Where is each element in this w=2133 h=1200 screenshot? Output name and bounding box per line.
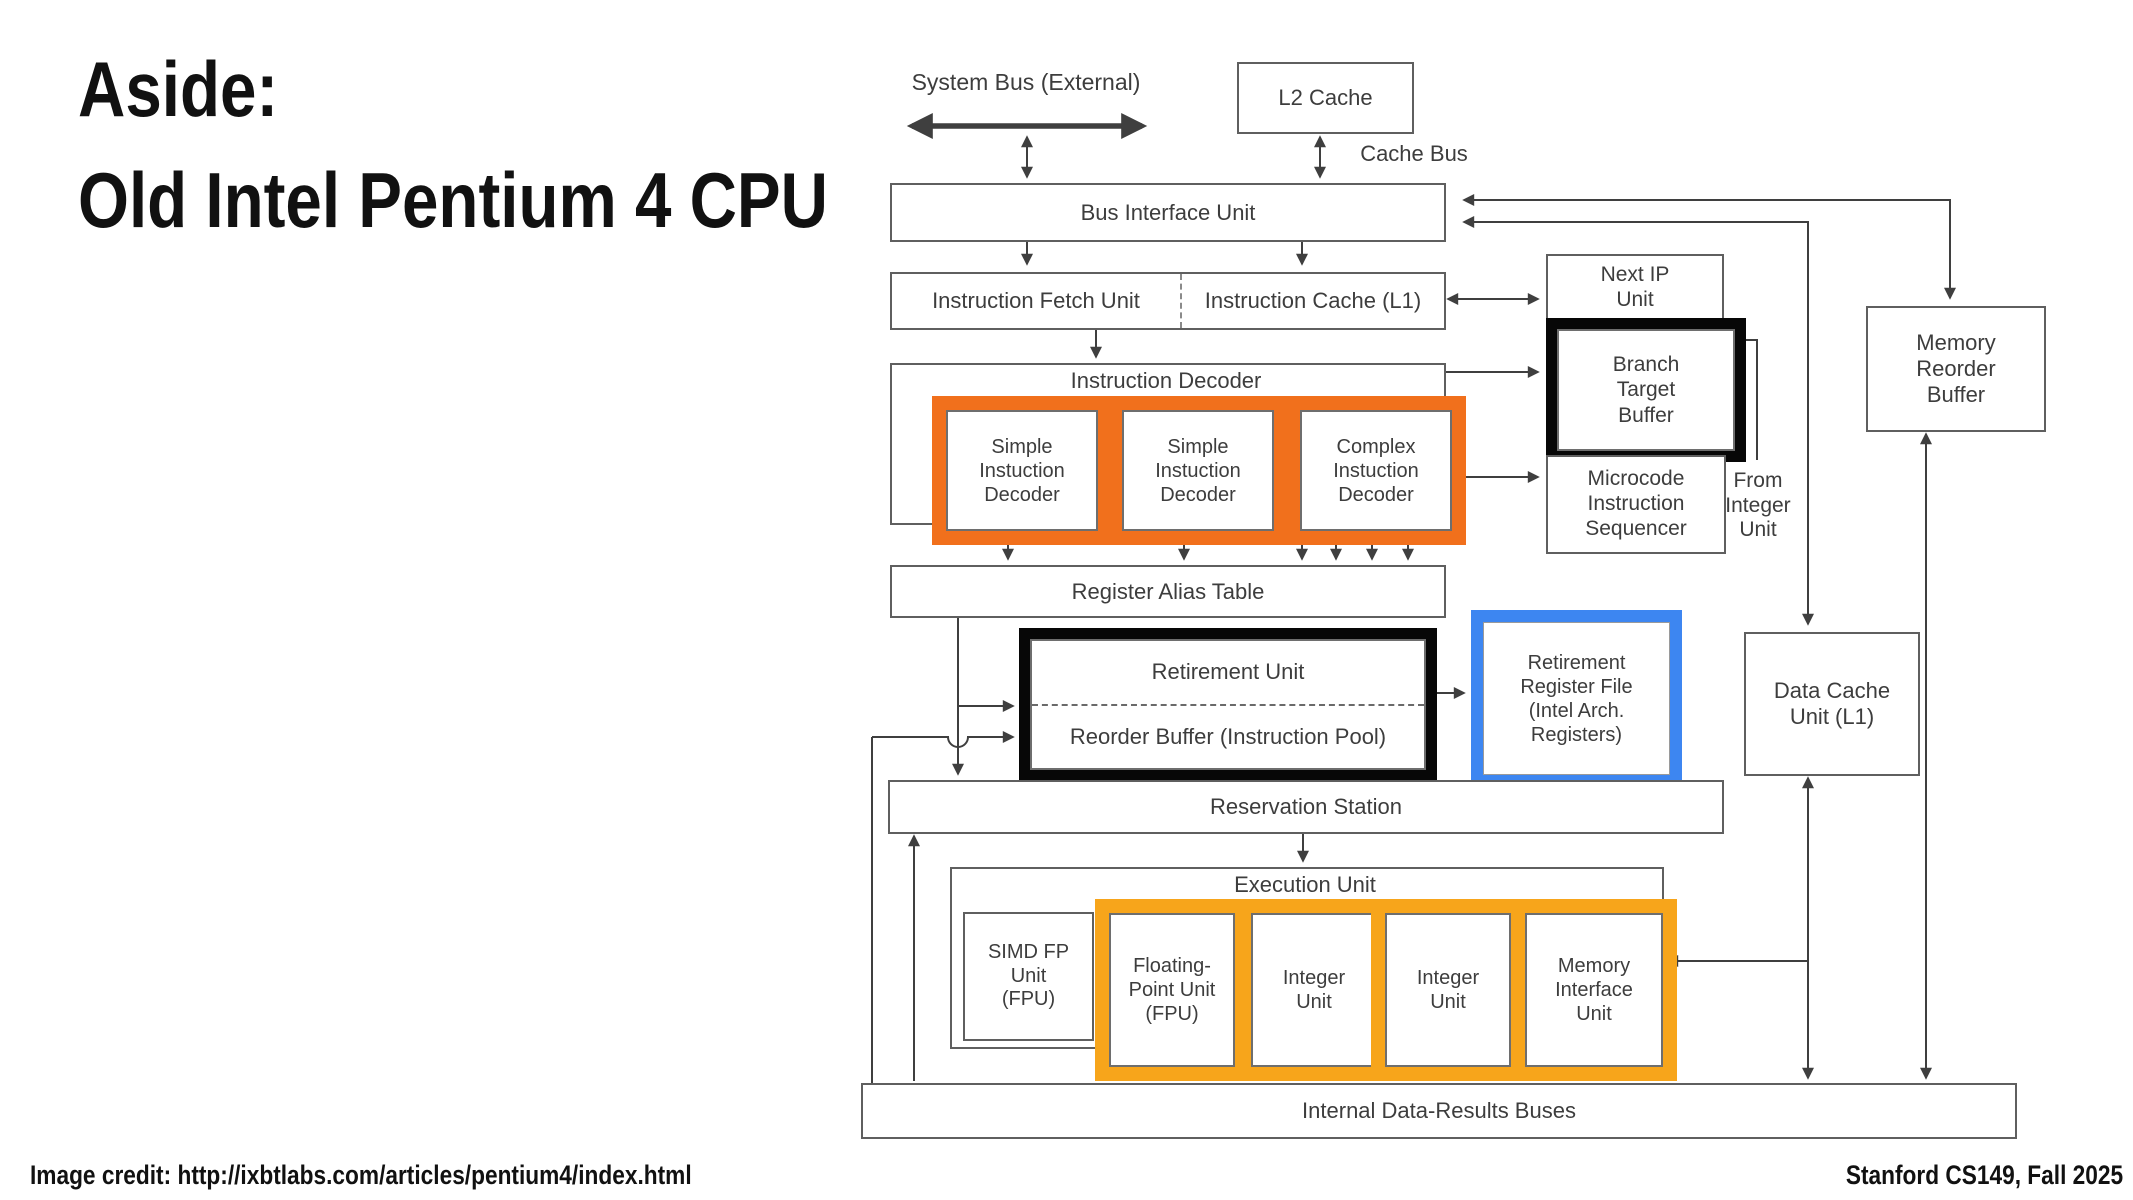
- branch-target-buffer-frame: Branch Target Buffer: [1546, 318, 1746, 462]
- retirement-unit-label: Retirement Unit: [1032, 641, 1424, 706]
- simple-decoder-1-frame: Simple Instuction Decoder: [932, 396, 1112, 545]
- instruction-fetch-unit-cell: Instruction Fetch Unit: [932, 288, 1140, 313]
- branch-target-buffer-box: Branch Target Buffer: [1557, 329, 1735, 451]
- memory-interface-unit-box: Memory Interface Unit: [1525, 913, 1663, 1067]
- microcode-sequencer-box: Microcode Instruction Sequencer: [1546, 455, 1726, 554]
- retirement-register-file-box: Retirement Register File (Intel Arch. Re…: [1483, 622, 1670, 775]
- arrow-biu-mrb: [1462, 194, 1956, 300]
- instruction-decoder-label: Instruction Decoder: [1070, 368, 1262, 393]
- reservation-station-box: Reservation Station: [888, 780, 1724, 834]
- course-footer: Stanford CS149, Fall 2025: [1423, 1160, 2123, 1191]
- register-alias-table-box: Register Alias Table: [890, 565, 1446, 618]
- fetch-cache-box: Instruction Fetch Unit Instruction Cache…: [890, 272, 1446, 330]
- complex-decoder-frame: Complex Instuction Decoder: [1286, 396, 1466, 545]
- course-footer-text: Stanford CS149, Fall 2025: [1845, 1160, 2123, 1190]
- system-bus-label: System Bus (External): [911, 69, 1141, 96]
- reorder-buffer-label: Reorder Buffer (Instruction Pool): [1069, 723, 1387, 749]
- image-credit-text: Image credit: http://ixbtlabs.com/articl…: [30, 1160, 692, 1190]
- retirement-unit-box: Retirement Unit Reorder Buffer (Instruct…: [1030, 639, 1426, 770]
- simd-fp-unit-box: SIMD FP Unit (FPU): [963, 912, 1094, 1041]
- next-ip-unit-box: Next IP Unit: [1546, 254, 1724, 322]
- memory-reorder-buffer-box: Memory Reorder Buffer: [1866, 306, 2046, 432]
- integer-unit-1-frame: Integer Unit: [1237, 899, 1391, 1081]
- instruction-cache-cell: Instruction Cache (L1): [1180, 274, 1444, 328]
- simple-decoder-1-box: Simple Instuction Decoder: [946, 410, 1098, 531]
- data-cache-box: Data Cache Unit (L1): [1744, 632, 1920, 776]
- fp-unit-frame: Floating- Point Unit (FPU): [1095, 899, 1249, 1081]
- integer-unit-1-box: Integer Unit: [1251, 913, 1377, 1067]
- integer-unit-2-frame: Integer Unit: [1371, 899, 1525, 1081]
- internal-buses-box: Internal Data-Results Buses: [861, 1083, 2017, 1139]
- from-integer-unit-label: From Integer Unit: [1725, 468, 1791, 542]
- page-title: Aside: Old Intel Pentium 4 CPU: [78, 34, 971, 256]
- retirement-unit-frame: Retirement Unit Reorder Buffer (Instruct…: [1019, 628, 1437, 781]
- simple-decoder-2-frame: Simple Instuction Decoder: [1108, 396, 1288, 545]
- execution-unit-label: Execution Unit: [1234, 872, 1376, 897]
- integer-unit-2-box: Integer Unit: [1385, 913, 1511, 1067]
- page-title-text: Aside: Old Intel Pentium 4 CPU: [78, 45, 828, 244]
- arrow-hop-retirement: [872, 731, 1015, 748]
- retirement-register-file-frame: Retirement Register File (Intel Arch. Re…: [1471, 610, 1682, 787]
- arrow-biu-dcache: [1462, 216, 1814, 626]
- cache-bus-label: Cache Bus: [1360, 141, 1468, 167]
- image-credit: Image credit: http://ixbtlabs.com/articl…: [30, 1160, 818, 1191]
- complex-decoder-box: Complex Instuction Decoder: [1300, 410, 1452, 531]
- l2-cache-box: L2 Cache: [1237, 62, 1414, 134]
- fp-unit-box: Floating- Point Unit (FPU): [1109, 913, 1235, 1067]
- simple-decoder-2-box: Simple Instuction Decoder: [1122, 410, 1274, 531]
- memory-interface-unit-frame: Memory Interface Unit: [1511, 899, 1677, 1081]
- bus-interface-unit-box: Bus Interface Unit: [890, 183, 1446, 242]
